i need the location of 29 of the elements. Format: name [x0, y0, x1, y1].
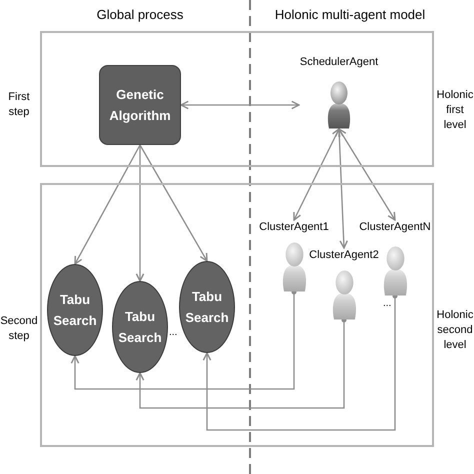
section-panel — [40, 183, 434, 447]
arrow — [139, 144, 208, 262]
arrow — [202, 294, 398, 431]
row-label: Holonic first level — [436, 88, 474, 133]
agent-label: ClusterAgent2 — [309, 248, 379, 262]
double-arrow — [180, 100, 300, 110]
agent-label: SchedulerAgent — [300, 55, 378, 69]
agent-label: ClusterAgentN — [359, 220, 431, 234]
arrow — [136, 145, 144, 282]
arrow — [136, 318, 346, 409]
column-heading: Global process — [96, 7, 184, 23]
agent-label: ClusterAgent1 — [259, 220, 329, 234]
node-label: Tabu Search — [185, 288, 229, 327]
double-arrow — [338, 128, 396, 221]
row-label: First step — [8, 90, 30, 120]
arrow — [70, 290, 296, 390]
node-label: Tabu Search — [53, 291, 97, 330]
section-panel — [40, 31, 434, 167]
node-label: Tabu Search — [118, 308, 162, 347]
double-arrow — [334, 128, 348, 249]
ellipsis-label: ... — [169, 327, 178, 338]
process-box — [99, 65, 181, 145]
double-arrow — [293, 128, 340, 221]
node-label: Genetic Algorithm — [109, 86, 171, 125]
row-label: Second step — [0, 314, 38, 344]
column-heading: Holonic multi-agent model — [274, 7, 426, 23]
ellipsis-label: ... — [383, 298, 392, 309]
row-label: Holonic second level — [436, 308, 474, 353]
arrow — [74, 144, 141, 265]
